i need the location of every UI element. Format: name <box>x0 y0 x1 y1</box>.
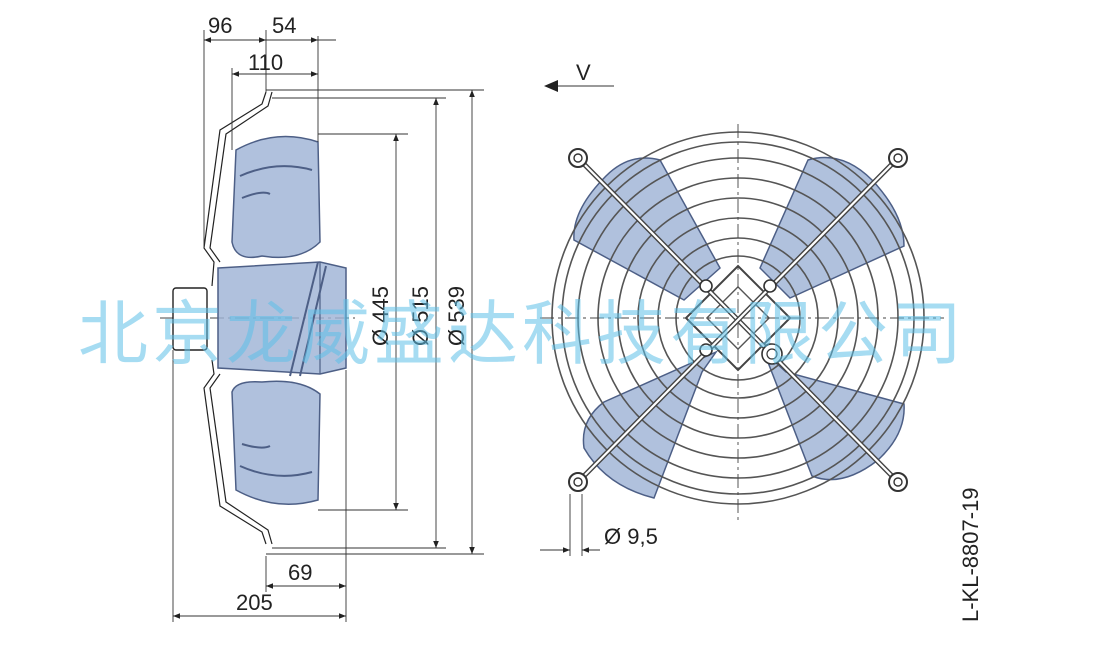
cable-gland <box>761 343 783 365</box>
dim-205-label: 205 <box>236 590 273 615</box>
drawing-code: L-KL-8807-19 <box>958 487 983 622</box>
mount-hole-inner <box>893 153 903 163</box>
dim-54-label: 54 <box>272 13 296 38</box>
motor-rear-cap <box>172 287 208 351</box>
guard-wire-bottom <box>203 359 267 545</box>
mount-hole-bottom-right <box>888 472 908 492</box>
blade-edge-line <box>241 443 271 449</box>
blade-edge-line <box>239 465 313 477</box>
strut-diagonal-b-inner <box>576 156 900 484</box>
dim-96-label: 96 <box>208 13 232 38</box>
mount-hole-inner <box>893 477 903 487</box>
hole-dim-label: Ø 9,5 <box>604 524 658 549</box>
side-blade-lower <box>231 380 321 505</box>
mount-hole-bottom-left <box>568 472 588 492</box>
dim-69-label: 69 <box>288 560 312 585</box>
front-blade-bottom-left <box>582 350 719 499</box>
hub-bolt <box>699 343 713 357</box>
mounting-struts <box>575 155 901 485</box>
mount-hole-inner <box>573 153 583 163</box>
view-label-v: V <box>576 60 591 85</box>
guard-wire-bottom-inner <box>209 373 273 545</box>
mount-hole-top-right <box>888 148 908 168</box>
hub-bolt <box>763 279 777 293</box>
guard-wire-top-inner <box>209 91 273 263</box>
front-view: V <box>540 60 983 622</box>
hub-blade-line <box>299 265 327 377</box>
side-view: 96 54 110 Ø 445 Ø 515 Ø 539 69 205 <box>160 13 484 622</box>
cable-gland-inner <box>766 348 778 360</box>
company-watermark: 北京龙威盛达科技有限公司 <box>78 293 966 375</box>
view-arrow-head <box>544 80 558 92</box>
dim-445-label: Ø 445 <box>368 286 393 346</box>
hub-bolt <box>699 279 713 293</box>
dim-539-label: Ø 539 <box>444 286 469 346</box>
guard-wire-top <box>203 91 267 287</box>
hub-blade-line <box>289 261 319 377</box>
mount-hole-top-left <box>568 148 588 168</box>
blade-edge-line <box>239 165 313 177</box>
mounting-holes <box>568 148 908 492</box>
blade-edge-line <box>241 191 271 199</box>
mount-hole-inner <box>573 477 583 487</box>
dim-110-label: 110 <box>248 50 283 75</box>
dim-515-label: Ø 515 <box>408 286 433 346</box>
